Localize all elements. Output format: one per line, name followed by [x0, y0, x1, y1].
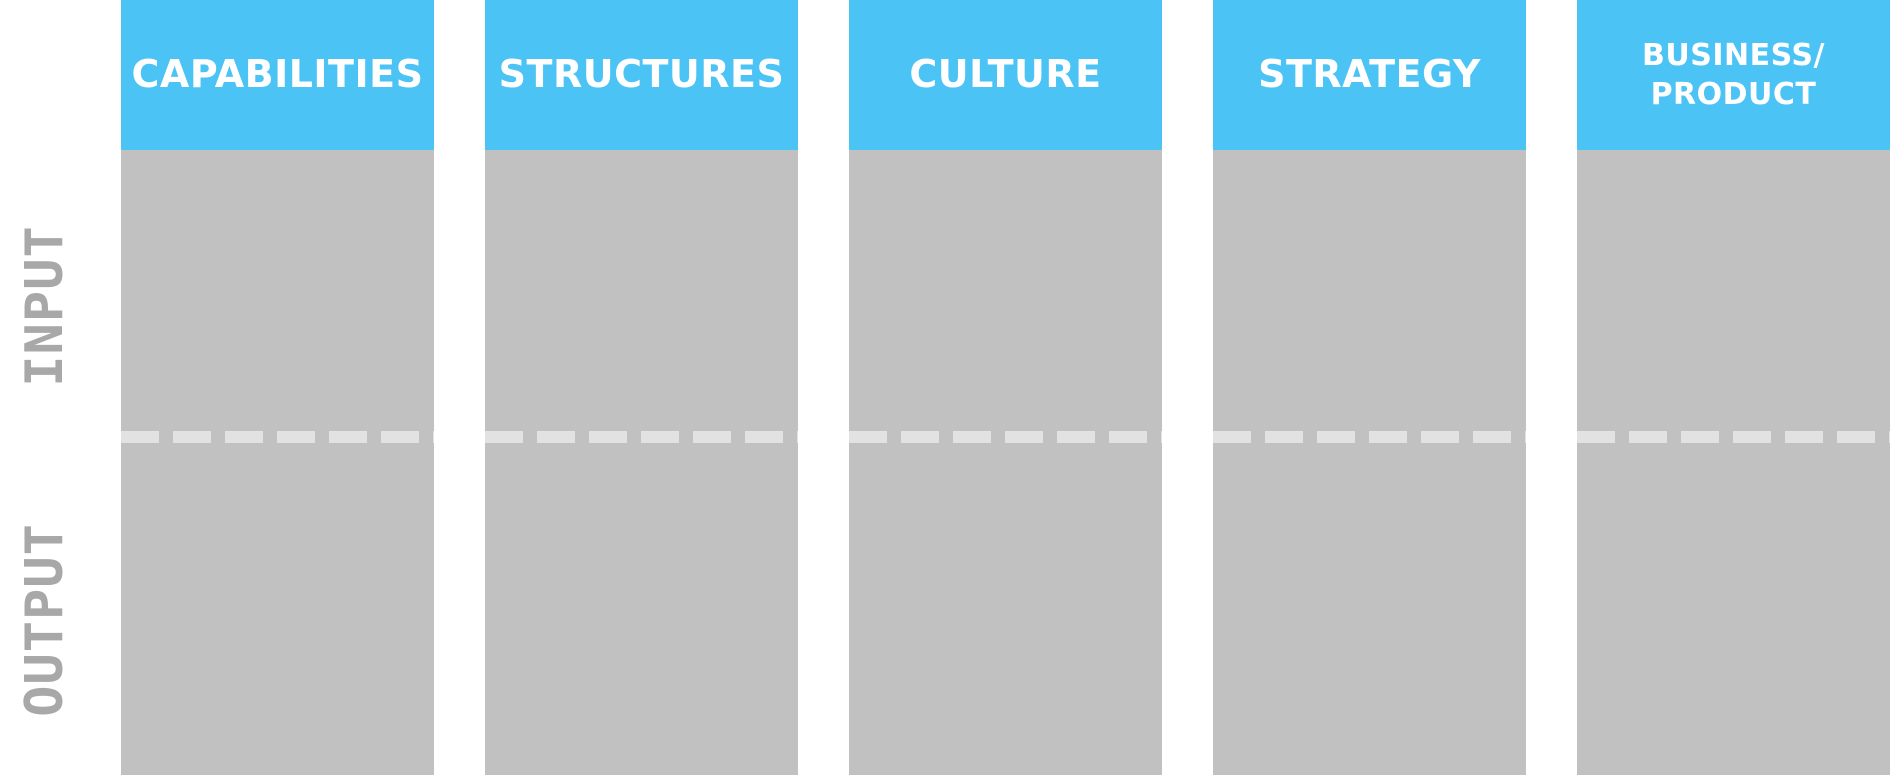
input-output-divider — [1213, 431, 1526, 443]
input-output-divider — [1577, 431, 1890, 443]
column-capabilities: CAPABILITIES — [121, 0, 434, 775]
column-header-label: STRUCTURES — [498, 52, 785, 97]
column-header: STRUCTURES — [485, 0, 798, 150]
column-header-label: STRATEGY — [1258, 52, 1481, 97]
input-output-divider — [849, 431, 1162, 443]
column-business-product: BUSINESS/ PRODUCT — [1577, 0, 1890, 775]
column-culture: CULTURE — [849, 0, 1162, 775]
input-output-divider — [485, 431, 798, 443]
column-strategy: STRATEGY — [1213, 0, 1526, 775]
column-header-label: BUSINESS/ PRODUCT — [1642, 38, 1825, 112]
column-header-label: CAPABILITIES — [131, 52, 424, 97]
column-header: STRATEGY — [1213, 0, 1526, 150]
column-header: CAPABILITIES — [121, 0, 434, 150]
column-structures: STRUCTURES — [485, 0, 798, 775]
column-header-label: CULTURE — [909, 52, 1102, 97]
column-header: CULTURE — [849, 0, 1162, 150]
input-output-divider — [121, 431, 434, 443]
column-header: BUSINESS/ PRODUCT — [1577, 0, 1890, 150]
